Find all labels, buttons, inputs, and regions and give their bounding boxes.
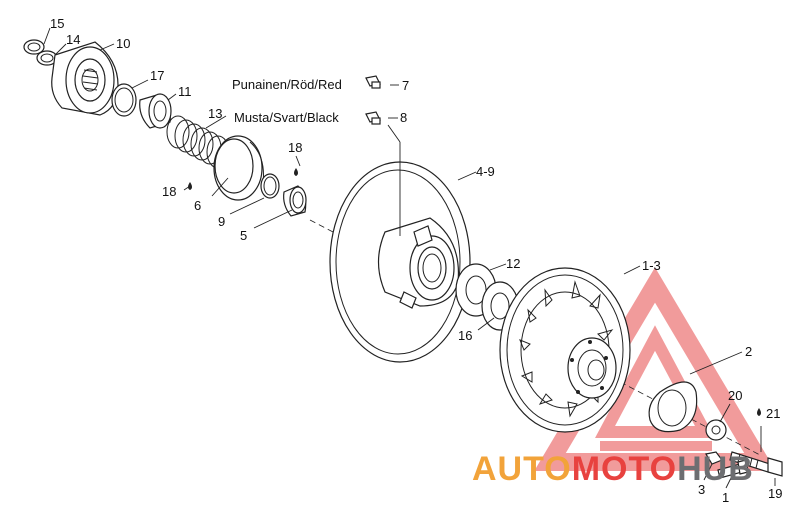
part-4-9-movable-sheave xyxy=(329,161,471,363)
callout-18-left: 18 xyxy=(162,184,176,199)
callout-2: 2 xyxy=(745,344,752,359)
grease-drop-icon xyxy=(757,408,761,416)
part-11-bearing xyxy=(139,93,172,129)
watermark-word-auto: AUTO xyxy=(472,450,572,488)
part-9-snap-ring xyxy=(260,173,280,199)
part-6-ring xyxy=(213,135,264,201)
part-1-3-fixed-sheave xyxy=(499,267,631,433)
callout-21: 21 xyxy=(766,406,780,421)
part-19-bolt xyxy=(729,451,783,477)
callout-13: 13 xyxy=(208,106,222,121)
legend-red-label: Punainen/Röd/Red xyxy=(232,77,342,92)
part-8-weight-black xyxy=(365,111,381,125)
part-20-washer xyxy=(705,419,727,441)
callout-10: 10 xyxy=(116,36,130,51)
legend-black-label: Musta/Svart/Black xyxy=(234,110,339,125)
part-15-clip xyxy=(23,39,45,55)
part-10-cam-housing xyxy=(51,41,119,116)
callout-20: 20 xyxy=(728,388,742,403)
grease-drop-icon xyxy=(294,168,298,176)
part-1-bolt xyxy=(717,459,749,479)
callout-18-top: 18 xyxy=(288,140,302,155)
callout-15: 15 xyxy=(50,16,64,31)
part-14-washer xyxy=(36,50,58,66)
watermark-wordmark: AUTOMOTOHUB xyxy=(472,450,754,488)
callout-1-3: 1-3 xyxy=(642,258,661,273)
callout-9: 9 xyxy=(218,214,225,229)
callout-1: 1 xyxy=(722,490,729,505)
callout-14: 14 xyxy=(66,32,80,47)
callout-17: 17 xyxy=(150,68,164,83)
callout-11: 11 xyxy=(178,84,192,99)
callout-19: 19 xyxy=(768,486,782,501)
callout-3: 3 xyxy=(698,482,705,497)
watermark-word-moto: MOTO xyxy=(572,450,677,488)
callout-16: 16 xyxy=(458,328,472,343)
part-3-nut xyxy=(705,451,723,465)
callout-5: 5 xyxy=(240,228,247,243)
part-5-bushing xyxy=(283,185,307,217)
callout-6: 6 xyxy=(194,198,201,213)
watermark-word-hub: HUB xyxy=(677,450,754,488)
leader-lines xyxy=(43,27,776,489)
part-2-plate xyxy=(648,381,698,433)
callout-12: 12 xyxy=(506,256,520,271)
callout-4-9: 4-9 xyxy=(476,164,495,179)
part-7-weight-red xyxy=(365,75,381,89)
callout-8: 8 xyxy=(400,110,407,125)
part-17-ring xyxy=(111,83,137,117)
callout-7: 7 xyxy=(402,78,409,93)
